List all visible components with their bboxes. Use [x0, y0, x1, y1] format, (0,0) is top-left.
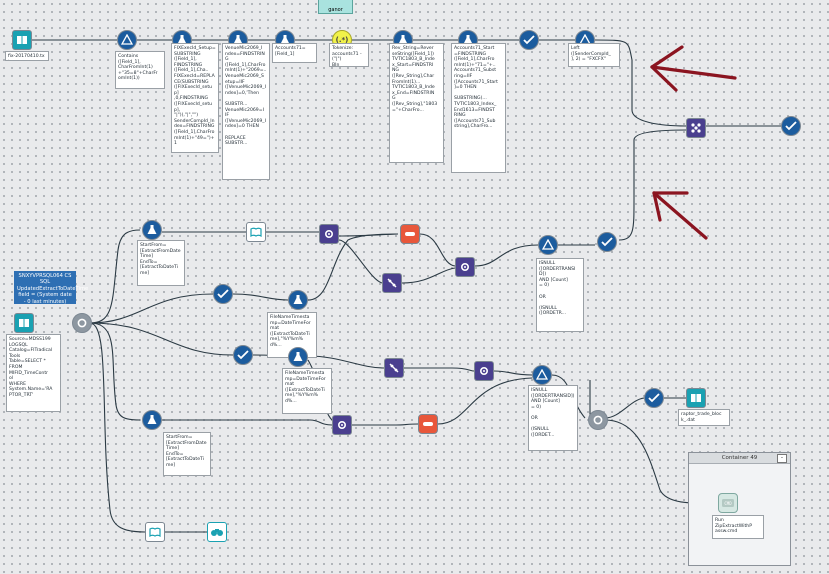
formula-venue-annotation: VenueMic2069_I ndex=FINDSTRIN G ([Field_… — [222, 43, 270, 180]
formula-tool[interactable] — [142, 410, 162, 430]
book-icon — [691, 394, 701, 402]
check-icon — [648, 393, 660, 403]
db-input-annotation: Source=MDSS199 LOGSQL Catalog=FITradical… — [6, 334, 61, 412]
append-fields-tool[interactable] — [332, 415, 352, 435]
gear-icon — [479, 366, 489, 376]
input-db-tool[interactable] — [14, 313, 34, 333]
filter-isnull-annotation: ISNULL ([ORDERTRANSID]) AND [Count] = 0)… — [536, 258, 584, 332]
browse-tool[interactable] — [145, 522, 165, 542]
input-file-label: fix-20170410.txt — [5, 51, 49, 61]
gear-icon — [337, 420, 347, 430]
union-tool[interactable] — [686, 118, 706, 138]
formula-filename-annotation: FileNameTimesta mp=DateTimeFor mat ([Ext… — [267, 312, 317, 358]
input-data-tool[interactable] — [12, 30, 32, 50]
filter-triangle-icon — [121, 34, 133, 45]
container-title: Container 49 — [721, 455, 758, 461]
tokenize-annotation: Tokenize: accounts71 - ("|") BIn — [329, 43, 369, 67]
sum-icon — [405, 232, 415, 236]
formula-tool[interactable] — [288, 347, 308, 367]
sum-icon — [423, 422, 433, 426]
flask-icon — [463, 35, 473, 44]
ring-icon — [593, 415, 603, 425]
join-icon — [387, 278, 397, 288]
append-fields-tool[interactable] — [474, 361, 494, 381]
append-fields-tool[interactable] — [455, 257, 475, 277]
formula-startfrom2-annotation: StartFrom= [ExtractFromDate Time] EndTo=… — [163, 432, 211, 476]
output-file-label: raptor_trade_bloc k_.dat — [678, 409, 730, 426]
block-until-done-tool[interactable] — [72, 313, 92, 333]
run-command-tool[interactable]: CMD — [718, 493, 738, 513]
flask-icon — [147, 415, 157, 424]
check-icon — [523, 35, 535, 45]
container-49[interactable]: Container 49 - — [688, 452, 791, 566]
ring-icon — [77, 318, 87, 328]
flask-icon — [233, 35, 243, 44]
run-command-annotation: Run ZipExtractWithP assw.cmd — [712, 515, 764, 539]
block-until-done-tool[interactable] — [588, 410, 608, 430]
check-icon — [785, 121, 797, 131]
formula-filename2-annotation: FileNameTimesta mp=DateTimeFor mat ([Ext… — [282, 368, 332, 414]
gear-icon — [324, 229, 334, 239]
check-icon — [237, 350, 249, 360]
container-header[interactable]: Container 49 - — [689, 453, 790, 464]
open-book-icon — [149, 527, 161, 537]
join-icon — [389, 363, 399, 373]
select-tool[interactable] — [233, 345, 253, 365]
filter-triangle-icon — [536, 369, 548, 380]
summarize-tool[interactable] — [400, 224, 420, 244]
filter-left-annotation: Left ([SenderCompId_ ], 2) = "FXCFX" — [568, 43, 620, 67]
filter-annotation: Contains ([Field_1], CharFromInt(1) +"35… — [115, 51, 165, 89]
select-tool[interactable] — [597, 232, 617, 252]
formula-startfrom-annotation: StartFrom= [ExtractFromDate Time] EndTo=… — [137, 240, 185, 286]
formula-accounts-annotation: Accounts71= [Field_1] — [272, 43, 317, 63]
flask-icon — [177, 35, 187, 44]
book-icon — [19, 319, 29, 327]
formula-tool[interactable] — [142, 220, 162, 240]
select-tool[interactable] — [213, 284, 233, 304]
formula-fixexecid-annotation: FIXExecId_Setup= SUBSTRING ([Field_1], F… — [171, 43, 219, 153]
annotation-arrows — [650, 45, 737, 240]
top-comment-text: ganor — [328, 7, 343, 13]
regex-icon: (.*) — [335, 36, 349, 44]
formula-tool[interactable] — [288, 290, 308, 310]
top-comment-note[interactable]: ganor — [318, 0, 353, 14]
select-tool[interactable] — [644, 388, 664, 408]
flask-icon — [280, 35, 290, 44]
output-data-tool[interactable] — [686, 388, 706, 408]
book-icon — [17, 36, 27, 44]
svg-text:CMD: CMD — [724, 501, 732, 506]
open-book-icon — [250, 227, 262, 237]
browse-binoculars-tool[interactable] — [207, 522, 227, 542]
append-fields-tool[interactable] — [319, 224, 339, 244]
terminal-icon: CMD — [722, 499, 734, 507]
summarize-tool[interactable] — [418, 414, 438, 434]
join-tool[interactable] — [384, 358, 404, 378]
select-tool[interactable] — [781, 116, 801, 136]
container-collapse-button[interactable]: - — [777, 454, 787, 463]
browse-tool[interactable] — [246, 222, 266, 242]
check-icon — [217, 289, 229, 299]
flask-icon — [293, 295, 303, 304]
filter-tool[interactable] — [117, 30, 137, 50]
sql-comment-box[interactable]: SNXYVPRSQL064 CS SQL UpdatedExtractToDat… — [14, 271, 88, 305]
select-tool[interactable] — [519, 30, 539, 50]
filter-tool[interactable] — [532, 365, 552, 385]
filter-triangle-icon — [542, 239, 554, 250]
filter-tool[interactable] — [538, 235, 558, 255]
flask-icon — [398, 35, 408, 44]
binoculars-icon — [211, 529, 223, 536]
union-icon — [691, 123, 701, 133]
flask-icon — [147, 225, 157, 234]
join-tool[interactable] — [382, 273, 402, 293]
filter-isnull2-annotation: ISNULL ([ORDERTRANSID]) AND [Count] = 0)… — [528, 385, 578, 451]
gear-icon — [460, 262, 470, 272]
check-icon — [601, 237, 613, 247]
formula-accounts-start-annotation: Accounts71_Start =FINDSTRING ([Field_1],… — [451, 43, 506, 173]
formula-rev-annotation: Rev_String=Rever seString([Field_1]) TVT… — [389, 43, 444, 163]
flask-icon — [293, 352, 303, 361]
